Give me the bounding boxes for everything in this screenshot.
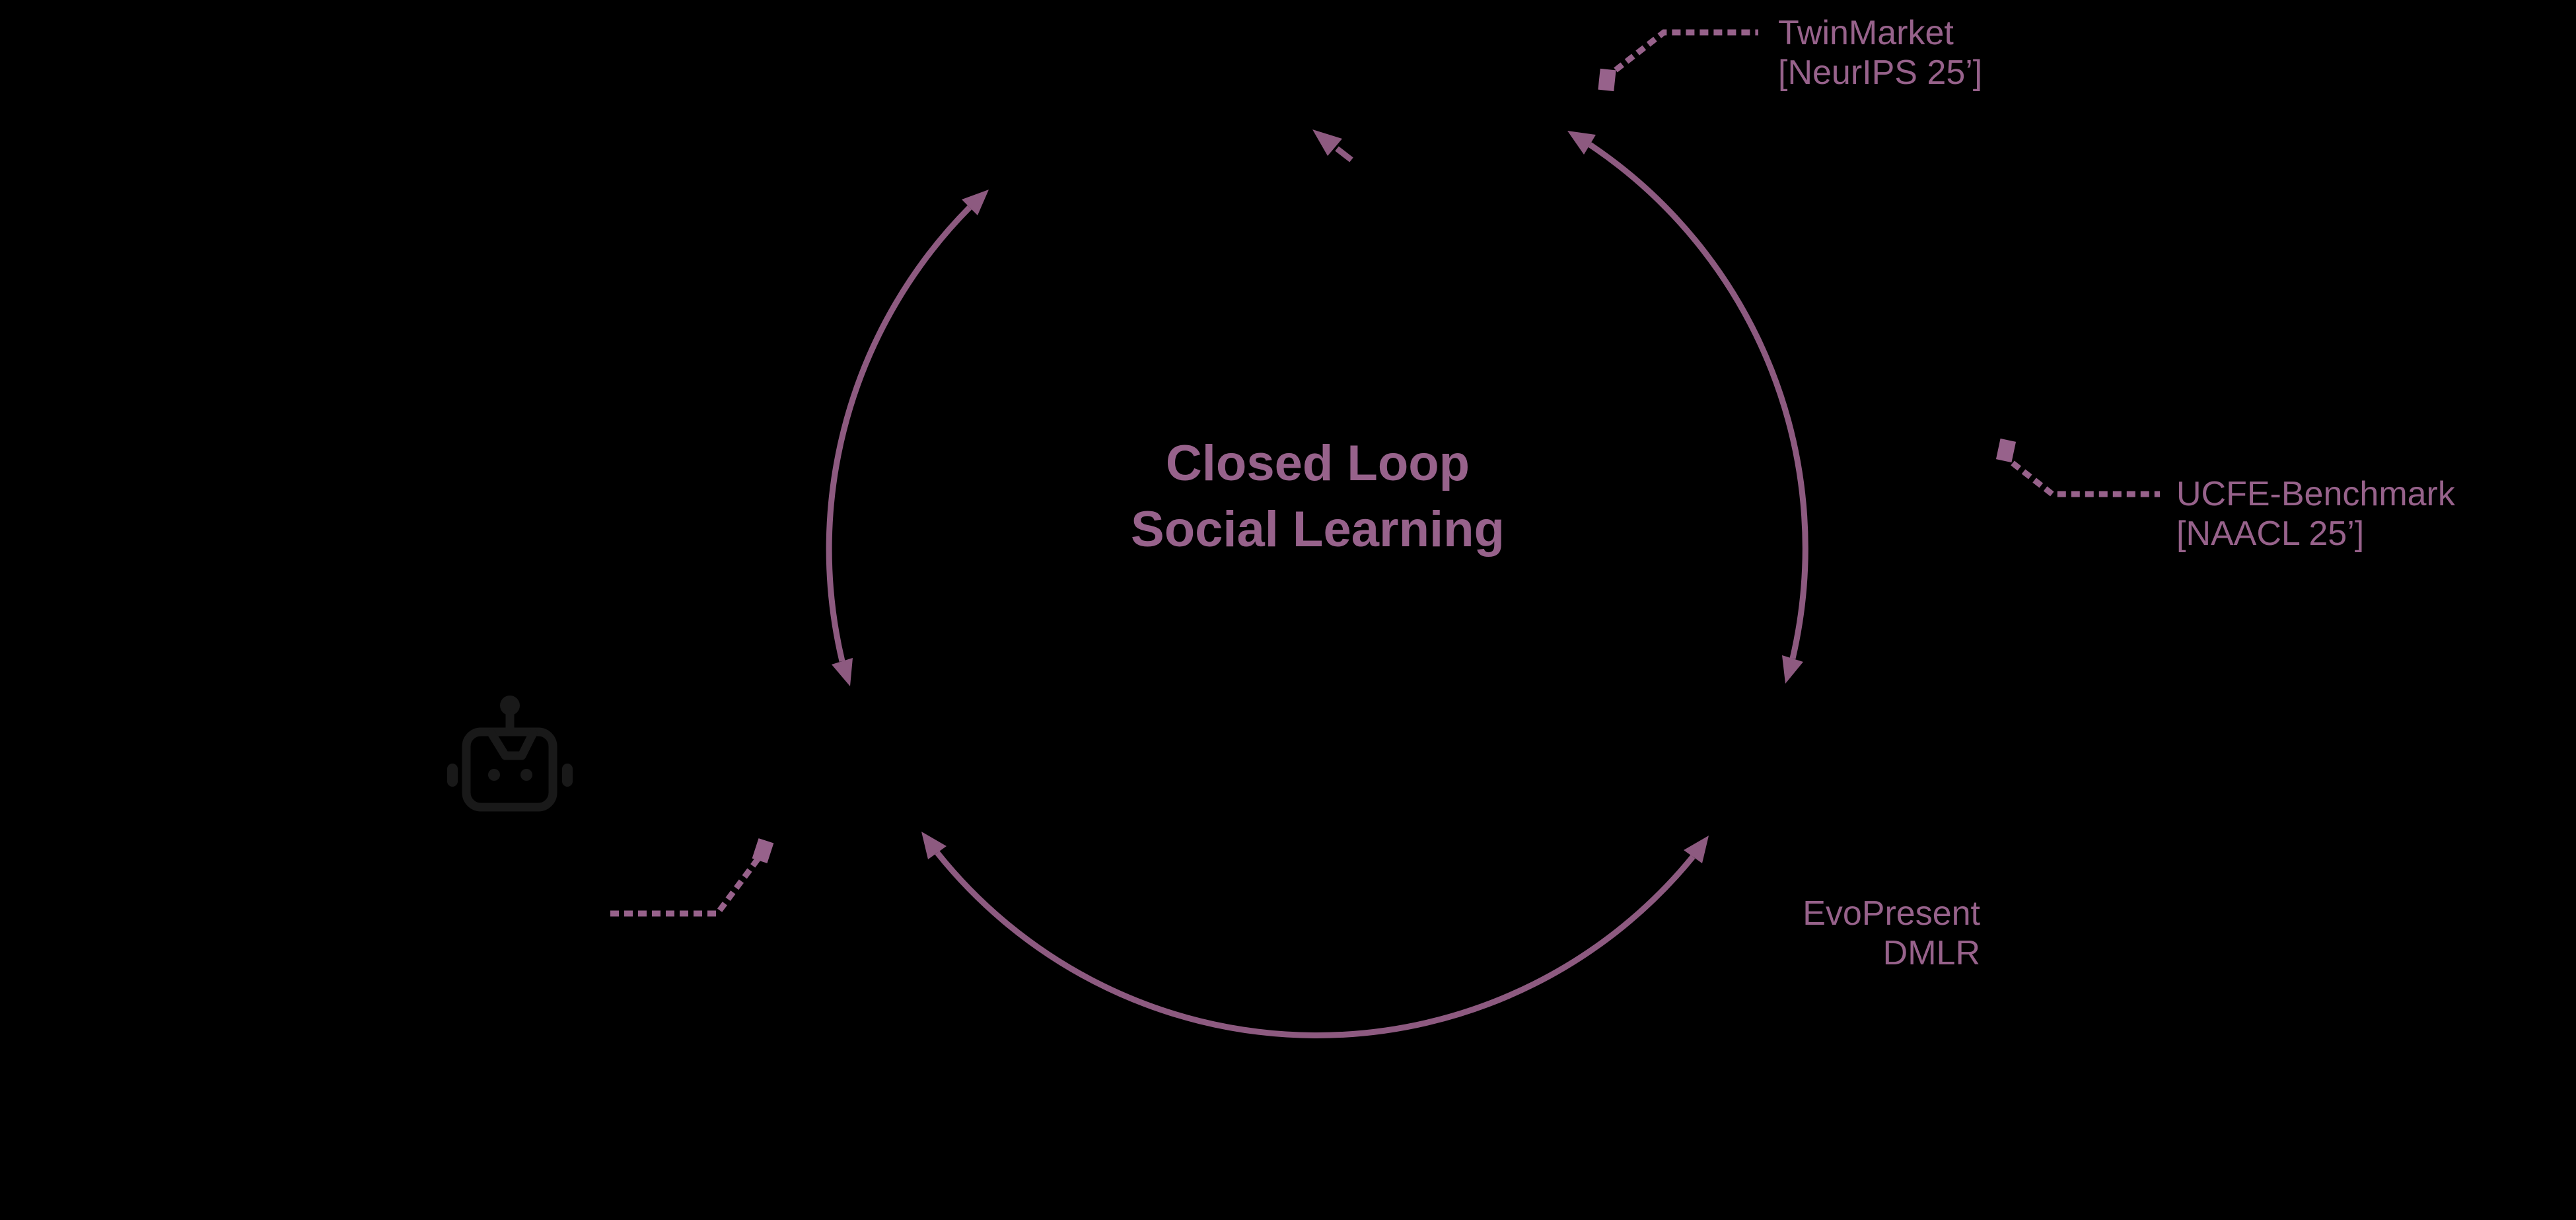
arrowhead-left-bottom xyxy=(832,658,853,686)
leader-twinmarket xyxy=(1614,29,1758,73)
cycle-arc-left xyxy=(826,205,972,663)
label-evopresent-line1: EvoPresent xyxy=(1803,894,1980,933)
robot-icon xyxy=(447,696,573,812)
label-ucfe-line1: UCFE-Benchmark xyxy=(2176,475,2455,513)
label-twinmarket-line2: [NeurIPS 25’] xyxy=(1778,54,1983,92)
square-marker-twinmarket xyxy=(1598,68,1616,92)
label-evopresent: EvoPresent DMLR xyxy=(1803,894,1980,973)
label-ucfe-line2: [NAACL 25’] xyxy=(2176,515,2365,553)
square-marker-evopresent xyxy=(752,838,774,863)
cycle-arc-right xyxy=(1588,142,1808,660)
arrowhead-right-top xyxy=(1567,131,1596,155)
diagram-title: Closed Loop Social Learning xyxy=(925,431,1711,563)
arrowhead-right-bottom xyxy=(1782,655,1803,684)
arrowhead-left-top xyxy=(962,190,989,215)
label-evopresent-line2: DMLR xyxy=(1882,934,1980,972)
leader-evopresent xyxy=(610,855,762,917)
cycle-arc-bottom xyxy=(935,851,1696,1038)
arrowhead-bottom-right xyxy=(1684,836,1709,863)
square-marker-ucfe xyxy=(1995,438,2017,463)
cursor-arrow-icon xyxy=(1312,129,1353,162)
arrowhead-bottom-left xyxy=(921,832,947,859)
label-twinmarket-line1: TwinMarket xyxy=(1778,14,1954,52)
label-ucfe: UCFE-Benchmark [NAACL 25’] xyxy=(2176,474,2455,554)
diagram-title-line2: Social Learning xyxy=(1131,501,1505,557)
label-twinmarket: TwinMarket [NeurIPS 25’] xyxy=(1778,13,1982,92)
diagram-title-line1: Closed Loop xyxy=(1165,435,1470,491)
leader-ucfe xyxy=(2011,460,2160,497)
